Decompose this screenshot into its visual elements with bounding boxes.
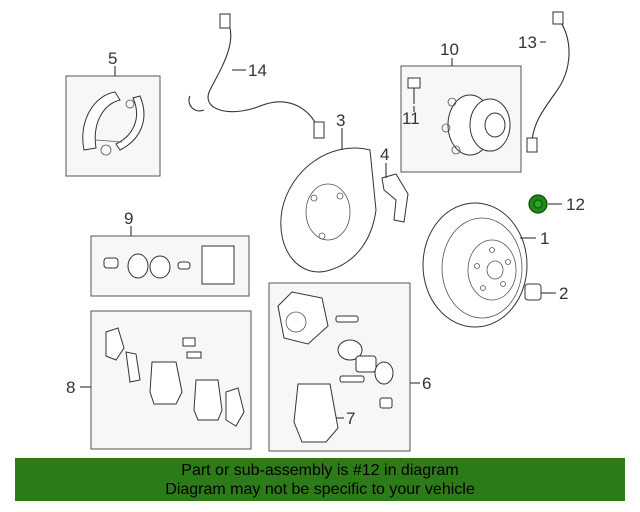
seal-kit-box — [90, 235, 250, 297]
banner-line-1: Part or sub-assembly is #12 in diagram — [181, 462, 459, 479]
callout-10: 10 — [440, 40, 459, 59]
leader-lines — [80, 41, 562, 419]
highlighted-part-12 — [528, 194, 548, 214]
callout-1: 1 — [540, 229, 549, 248]
callout-2: 2 — [559, 284, 568, 303]
callout-6: 6 — [422, 374, 431, 393]
callout-4: 4 — [380, 145, 389, 164]
callout-8: 8 — [66, 378, 75, 397]
caliper-box — [268, 282, 411, 452]
brake-shoe-group-box — [65, 75, 161, 177]
banner-line-2: Diagram may not be specific to your vehi… — [165, 481, 475, 498]
callout-3: 3 — [336, 111, 345, 130]
callout-9: 9 — [124, 209, 133, 228]
brake-rotor — [422, 202, 528, 328]
bracket — [381, 173, 409, 223]
callout-13: 13 — [518, 33, 537, 52]
part-info-banner: Part or sub-assembly is #12 in diagram D… — [15, 458, 625, 501]
hub-bolt — [524, 283, 542, 301]
callout-11: 11 — [402, 109, 420, 128]
hub-bearing-box — [400, 65, 522, 173]
callout-5: 5 — [108, 49, 117, 68]
dust-shield — [280, 147, 377, 273]
callout-7: 7 — [346, 409, 355, 428]
pad-kit-box — [90, 310, 252, 450]
abs-sensor-wires — [188, 11, 570, 153]
callout-14: 14 — [248, 61, 267, 80]
callout-12: 12 — [566, 195, 585, 214]
